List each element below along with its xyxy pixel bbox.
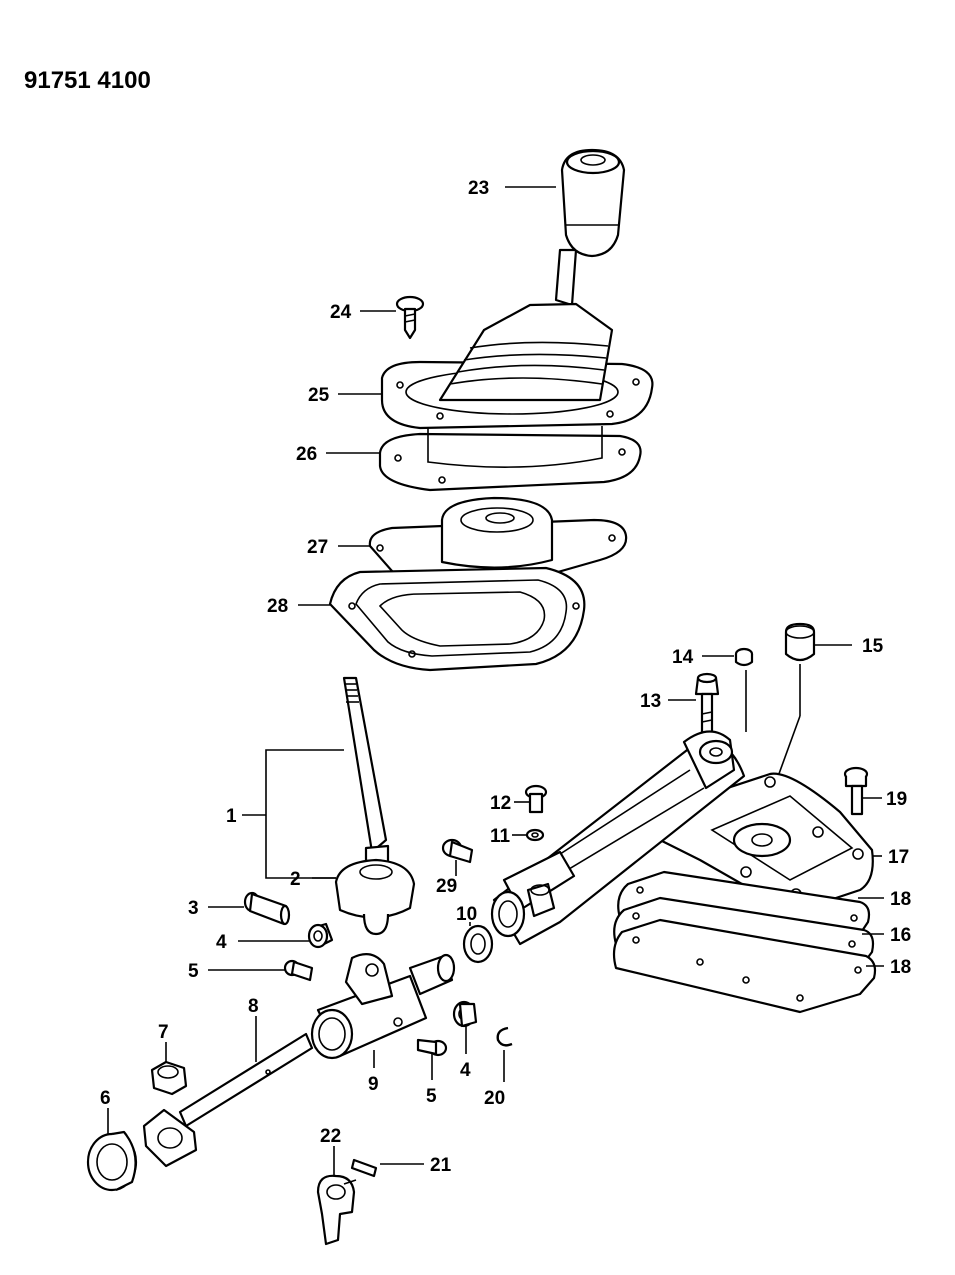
callout-13: 13 <box>640 691 661 712</box>
diagram-code: 91751 4100 <box>24 67 151 94</box>
callout-26: 26 <box>296 444 317 465</box>
part-gasket-lower <box>612 918 877 1014</box>
part-cap-15 <box>784 622 816 662</box>
callout-3: 3 <box>188 898 199 919</box>
callout-8: 8 <box>248 996 259 1017</box>
callout-9: 9 <box>368 1074 379 1095</box>
callout-20: 20 <box>484 1088 505 1109</box>
callout-18b: 18 <box>890 957 911 978</box>
callout-4a: 4 <box>216 932 227 953</box>
part-bolt-12 <box>524 784 548 814</box>
callout-22: 22 <box>320 1126 341 1147</box>
callout-15: 15 <box>862 636 884 657</box>
callout-29: 29 <box>436 876 457 897</box>
part-bolt-right <box>416 1038 448 1057</box>
callout-21: 21 <box>430 1155 452 1176</box>
part-shift-arm <box>316 1174 357 1246</box>
callout-4b: 4 <box>460 1060 471 1081</box>
part-bushing-right <box>452 1000 478 1028</box>
part-shift-housing <box>310 953 456 1060</box>
part-roll-pin <box>350 1158 378 1178</box>
callout-10: 10 <box>456 904 477 925</box>
part-plug <box>734 647 754 667</box>
callout-16: 16 <box>890 925 911 946</box>
part-shift-knob <box>554 148 626 307</box>
callout-23: 23 <box>468 178 489 199</box>
part-shift-rod <box>142 1032 314 1168</box>
part-lower-shift-lever <box>334 676 416 936</box>
callout-18a: 18 <box>890 889 911 910</box>
callout-19: 19 <box>886 789 907 810</box>
part-bolt-left <box>283 959 314 982</box>
callout-27: 27 <box>307 537 328 558</box>
part-end-cap <box>86 1130 138 1192</box>
part-selector-arm <box>490 730 746 946</box>
part-bolt-19 <box>843 766 869 816</box>
part-boot-retainer <box>378 426 642 492</box>
part-screw <box>395 295 425 340</box>
callout-24: 24 <box>330 302 352 323</box>
callout-12: 12 <box>490 793 511 814</box>
part-washer <box>462 924 494 964</box>
callout-2: 2 <box>290 869 301 890</box>
part-nut <box>150 1060 188 1096</box>
callout-25: 25 <box>308 385 330 406</box>
part-snap-ring <box>496 1026 513 1047</box>
callout-6: 6 <box>100 1088 111 1109</box>
callout-1: 1 <box>226 806 237 827</box>
part-bushing-left <box>307 922 334 949</box>
part-shift-boot <box>380 302 654 430</box>
callout-5a: 5 <box>188 961 199 982</box>
part-gasket <box>328 566 586 672</box>
part-pin <box>243 891 291 926</box>
callout-28: 28 <box>267 596 288 617</box>
part-bolt-13 <box>694 672 720 736</box>
part-small-washer <box>525 828 545 842</box>
callout-11: 11 <box>490 826 511 847</box>
callout-17: 17 <box>888 847 909 868</box>
callout-14: 14 <box>672 647 694 668</box>
callout-7: 7 <box>158 1022 169 1043</box>
part-bolt-29 <box>441 838 474 864</box>
callout-5b: 5 <box>426 1086 437 1107</box>
